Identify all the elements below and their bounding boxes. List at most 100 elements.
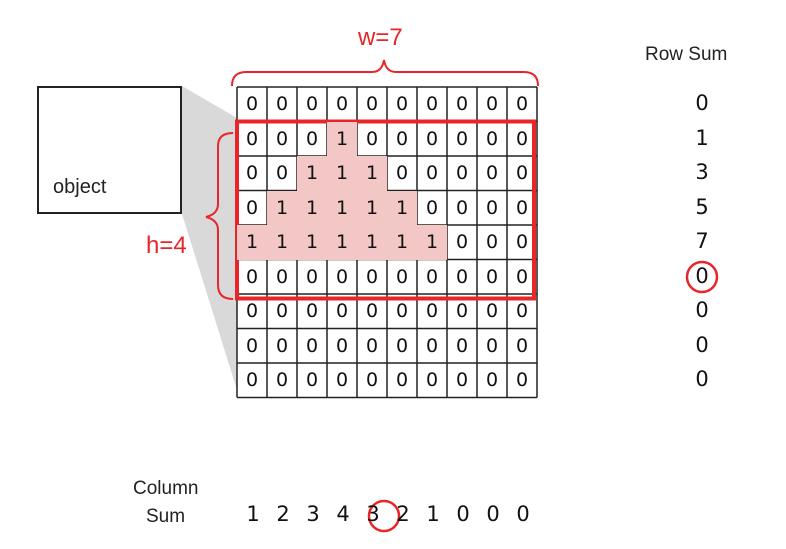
grid-cell: 0 (455, 265, 469, 288)
row-sum-value: 0 (695, 91, 709, 115)
grid-cell: 0 (395, 300, 409, 323)
grid-cell: 1 (297, 156, 327, 191)
row-sum-value: 1 (695, 125, 709, 150)
column-sum-value: 3 (306, 502, 320, 526)
grid-cell: 0 (365, 127, 379, 150)
grid-cell: 0 (395, 93, 409, 116)
grid-cell: 0 (275, 127, 289, 150)
grid-cell: 0 (485, 93, 499, 116)
grid-cell: 0 (245, 162, 259, 185)
grid-cell: 1 (357, 225, 387, 260)
row-sum-value: 0 (695, 263, 709, 288)
column-sum-value: 2 (396, 502, 410, 526)
grid-cell: 0 (395, 127, 409, 150)
height-brace (205, 132, 234, 300)
grid-cell: 0 (275, 93, 289, 116)
grid-cell: 0 (245, 369, 259, 392)
grid-cell: 0 (305, 93, 319, 116)
column-sum-value: 3 (366, 502, 380, 526)
grid-cell: 0 (365, 334, 379, 357)
grid-cell: 1 (327, 225, 357, 260)
grid-cell: 0 (365, 369, 379, 392)
grid-cell: 0 (305, 369, 319, 392)
grid-cell: 0 (275, 265, 289, 288)
row-sum-value: 7 (695, 229, 709, 253)
grid-cell: 0 (455, 334, 469, 357)
grid-cell: 0 (515, 300, 529, 323)
column-sum-title-line1: Column (133, 478, 199, 499)
column-sum-value: 2 (276, 502, 290, 526)
column-sum-value: 1 (426, 502, 440, 526)
grid-cell: 0 (335, 93, 349, 116)
grid-cell: 0 (515, 93, 529, 116)
grid-cell: 1 (297, 225, 327, 260)
grid-cell: 0 (515, 369, 529, 392)
grid-cell: 0 (245, 196, 259, 219)
row-sum-value: 0 (695, 332, 709, 357)
object-region-outline (235, 119, 536, 301)
grid-cell: 0 (335, 300, 349, 323)
grid-cell: 0 (455, 231, 469, 254)
column-sum-value: 4 (336, 502, 350, 526)
grid-cell: 0 (305, 127, 319, 150)
grid-cell: 0 (395, 162, 409, 185)
grid-cell: 1 (417, 225, 447, 260)
width-brace (231, 59, 539, 87)
grid-cell: 0 (245, 300, 259, 323)
row-sum-value: 0 (695, 367, 709, 391)
grid-cell: 0 (425, 369, 439, 392)
column-sum-value: 0 (456, 502, 470, 526)
grid-cell: 0 (455, 196, 469, 219)
grid-cell: 1 (327, 156, 357, 191)
grid-cell: 0 (245, 127, 259, 150)
row-sum-title: Row Sum (645, 44, 728, 65)
grid-cell: 0 (245, 334, 259, 357)
grid-cell: 0 (515, 265, 529, 288)
grid-cell: 0 (395, 265, 409, 288)
width-label: w=7 (358, 24, 403, 51)
grid-cell: 0 (275, 300, 289, 323)
grid-cell: 0 (275, 162, 289, 185)
grid-cell: 0 (485, 127, 499, 150)
grid-cell: 0 (365, 265, 379, 288)
grid-cell: 1 (357, 190, 387, 225)
projection-shadow (182, 86, 237, 390)
height-label: h=4 (146, 232, 187, 259)
grid-cell: 0 (485, 334, 499, 357)
grid-cell: 0 (515, 127, 529, 150)
grid-cell: 0 (455, 93, 469, 116)
grid-cell: 0 (515, 162, 529, 185)
grid-cell: 0 (425, 93, 439, 116)
grid-cell: 1 (387, 225, 417, 260)
column-sum-value: 1 (246, 502, 260, 526)
grid-cell: 0 (425, 162, 439, 185)
grid-cell: 0 (515, 231, 529, 254)
object-label: object (53, 176, 107, 198)
grid-cell: 0 (335, 369, 349, 392)
row-sum-highlight-circle (685, 260, 719, 294)
grid-cell: 0 (455, 369, 469, 392)
grid-cell: 0 (305, 265, 319, 288)
grid-cell: 0 (245, 93, 259, 116)
grid-cell: 0 (485, 369, 499, 392)
grid-cell: 0 (425, 127, 439, 150)
grid-cell: 0 (425, 196, 439, 219)
grid-cell: 0 (395, 334, 409, 357)
grid-cell: 0 (425, 300, 439, 323)
grid-cell: 0 (365, 300, 379, 323)
grid-cell: 0 (485, 300, 499, 323)
grid-cell: 1 (327, 190, 357, 225)
grid-cell: 1 (267, 225, 297, 260)
grid-cell: 0 (395, 369, 409, 392)
grid-cell: 0 (245, 265, 259, 288)
grid-cell: 0 (455, 162, 469, 185)
grid-cell: 0 (485, 162, 499, 185)
row-sum-value: 5 (695, 194, 709, 219)
grid-cell: 0 (425, 265, 439, 288)
grid-cell: 1 (297, 190, 327, 225)
grid-cell: 1 (237, 225, 267, 260)
grid-cell: 0 (275, 369, 289, 392)
grid-cell: 0 (335, 334, 349, 357)
grid-cell: 1 (267, 190, 297, 225)
column-sum-title-line2: Sum (146, 506, 186, 527)
